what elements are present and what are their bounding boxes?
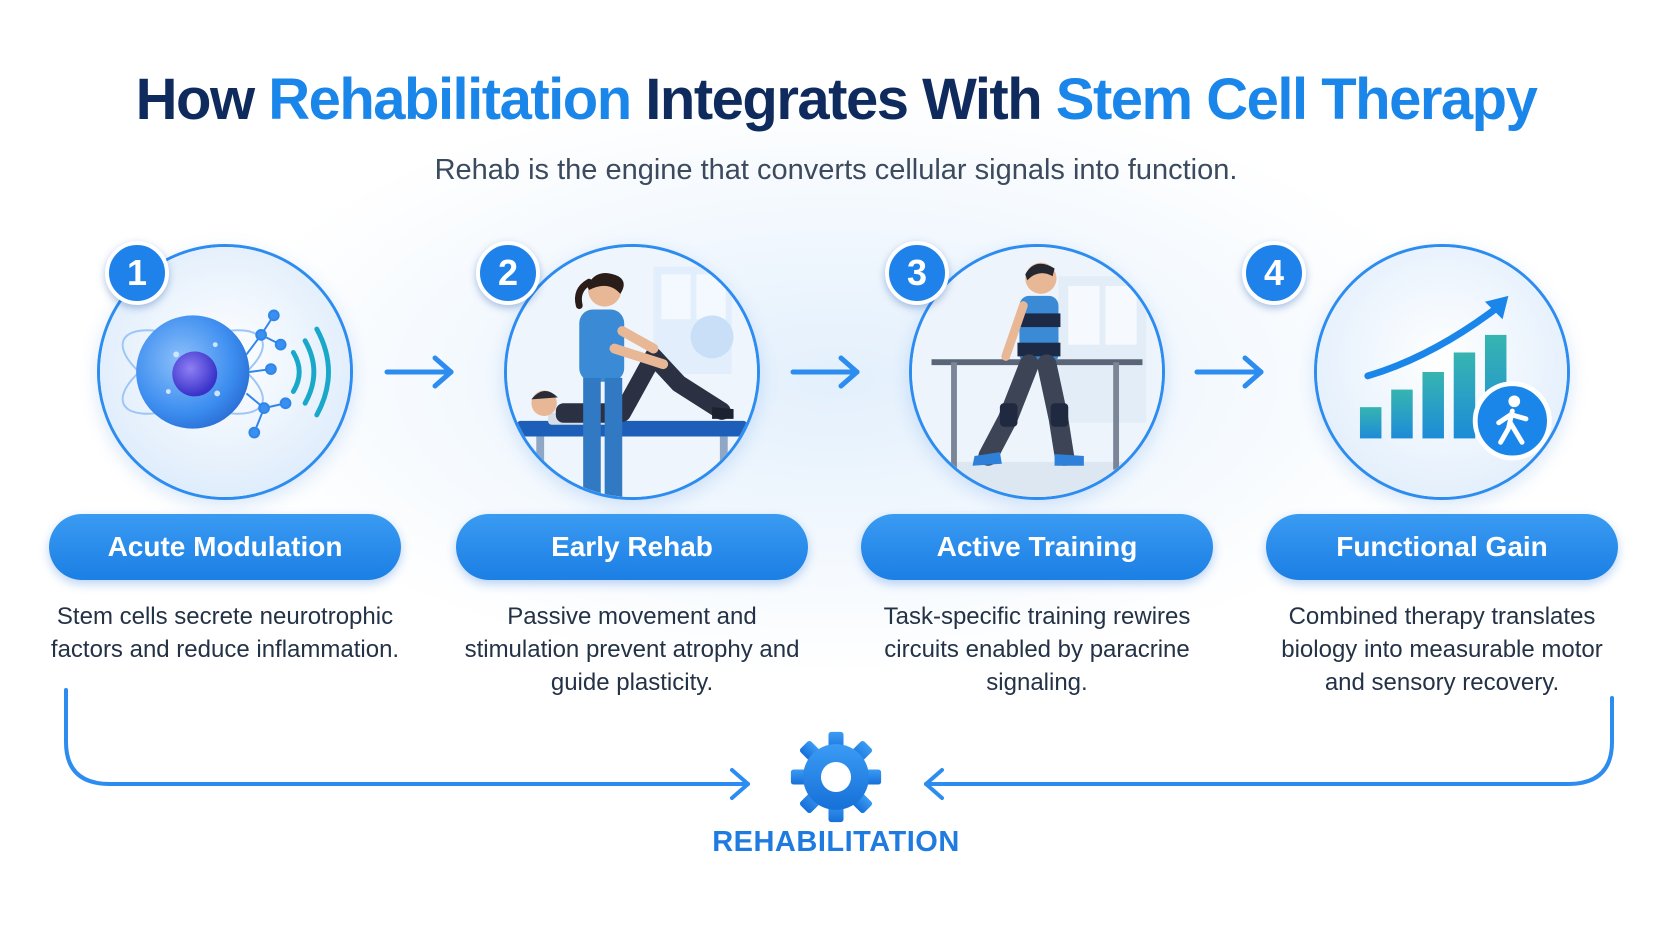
step-1-number-badge: 1 [105,241,169,305]
flow-arrow-1-icon [383,353,459,391]
step-functional-gain: 4 Functional Gain Combined therapy trans… [1242,0,1622,720]
flow-arrow-2-icon [789,353,865,391]
step-2-label: Early Rehab [456,514,808,580]
rehabilitation-label: REHABILITATION [712,826,960,858]
step-active-training: 3 Active Training Task-specific training… [857,0,1217,720]
step-2-number-badge: 2 [476,241,540,305]
therapist-patient-icon [507,247,757,497]
step-2-description: Passive movement and stimulation prevent… [464,603,800,696]
growth-chart-icon [1317,247,1567,497]
step-3-number-badge: 3 [885,241,949,305]
page-title: How Rehabilitation Integrates With Stem … [0,66,1672,133]
step-4-label: Functional Gain [1266,514,1618,580]
step-3-description: Task-specific training rewires circuits … [883,603,1191,696]
step-4-description: Combined therapy translates biology into… [1281,603,1603,696]
step-3-label: Active Training [861,514,1213,580]
flow-arrow-3-icon [1193,353,1269,391]
step-1-label: Acute Modulation [49,514,401,580]
step-1-description: Stem cells secrete neurotrophic factors … [50,603,400,663]
title-part1: How [135,67,269,132]
step-4-illustration [1314,244,1570,500]
step-acute-modulation: 1 Acute Modulation Stem cells secrete ne… [45,0,405,720]
gear-icon [790,731,882,823]
title-part2: Integrates With [630,67,1056,132]
title-highlight-rehabilitation: Rehabilitation [268,67,632,132]
step-3-illustration [909,244,1165,500]
step-2-illustration [504,244,760,500]
step-4-number-badge: 4 [1242,241,1306,305]
page-subtitle: Rehab is the engine that converts cellul… [434,154,1238,186]
exoskeleton-walker-icon [912,247,1162,497]
title-highlight-stem-cell: Stem Cell Therapy [1055,67,1538,132]
step-early-rehab: 2 Early Rehab Passive movement and stimu… [452,0,812,720]
